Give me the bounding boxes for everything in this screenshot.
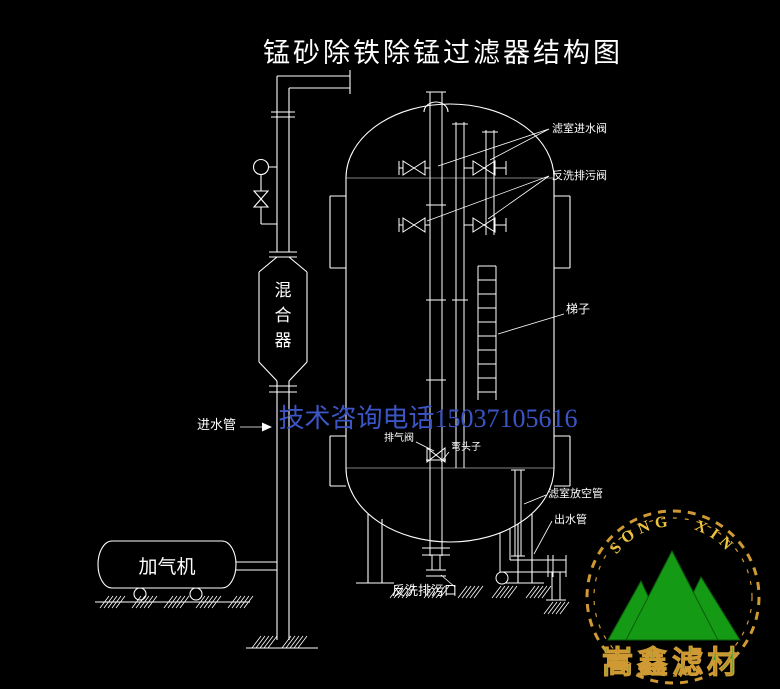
ground-hatch bbox=[457, 585, 484, 599]
outlet-drain-plug bbox=[495, 571, 509, 585]
internal-pipes bbox=[398, 91, 507, 556]
backwash-valve-right bbox=[472, 217, 496, 233]
inlet-valve-right bbox=[472, 160, 496, 176]
bottom-drain-pipe bbox=[422, 547, 450, 577]
aerator-label: 加气机 bbox=[138, 556, 195, 578]
vessel-bottom-piping bbox=[422, 469, 567, 601]
label-outlet-pipe: 出水管 bbox=[554, 512, 587, 526]
backwash-valve-left bbox=[402, 217, 426, 233]
vessel-top-nozzle bbox=[423, 101, 449, 113]
mixer-body bbox=[258, 256, 308, 382]
label-vent-pipe: 滤室放空管 bbox=[548, 486, 603, 500]
leader-ladder bbox=[497, 313, 565, 335]
watermark-text: 技术咨询电话15037105616 bbox=[278, 404, 577, 433]
pipe-flange-ticks bbox=[426, 204, 468, 461]
vessel-seam-lines bbox=[346, 177, 554, 469]
leader-backwash-outlet bbox=[440, 574, 456, 588]
inlet-arrowhead bbox=[262, 422, 272, 432]
vessel-shell bbox=[345, 103, 555, 543]
mixer-label-char-1: 混 bbox=[275, 281, 292, 300]
leader-outlet-pipe bbox=[533, 520, 553, 555]
leader-backwash-drain-valve bbox=[426, 175, 550, 222]
label-backwash-drain-outlet: 反洗排污口 bbox=[392, 583, 457, 598]
aerator-wheel-left bbox=[133, 587, 147, 601]
side-flange-upper-left bbox=[329, 195, 346, 269]
label-backwash-drain-valve: 反洗排污阀 bbox=[552, 168, 607, 182]
ground-hatch bbox=[491, 585, 518, 599]
label-elbow: 弯头子 bbox=[451, 440, 481, 453]
gauge-branch-pipe bbox=[260, 166, 277, 225]
inlet-valve-left bbox=[402, 160, 426, 176]
mixer-outlet-flange bbox=[269, 385, 297, 393]
logo: SONG XIN 嵩鑫滤材 bbox=[585, 509, 761, 685]
leader-exhaust-valve bbox=[415, 441, 435, 452]
ground-hatch bbox=[543, 601, 570, 615]
main-vessel bbox=[329, 101, 571, 584]
side-flange-upper-right bbox=[554, 195, 571, 269]
leader-lines bbox=[240, 128, 565, 588]
logo-arc-text-holder: SONG XIN bbox=[607, 513, 739, 558]
logo-brand-text: 嵩鑫滤材 bbox=[602, 645, 742, 680]
backwash-valve-stubs bbox=[398, 218, 507, 232]
outlet-pipe-run bbox=[499, 528, 567, 601]
vessel-legs bbox=[356, 514, 544, 584]
aerator-wheel-right bbox=[189, 587, 203, 601]
logo-ring-outer bbox=[585, 509, 761, 685]
side-flange-lower-left bbox=[329, 435, 346, 487]
pressure-gauge bbox=[252, 158, 270, 176]
aerator-body bbox=[97, 540, 237, 589]
label-filter-inlet-valve: 滤室进水阀 bbox=[552, 121, 607, 135]
gauge-valve-symbol bbox=[252, 190, 270, 208]
leader-filter-inlet-valve bbox=[437, 128, 550, 167]
top-elbow-pipe bbox=[271, 70, 351, 252]
ladder bbox=[477, 265, 497, 400]
mixer-label-char-2: 合 bbox=[275, 306, 292, 325]
mixer-label-char-3: 器 bbox=[275, 331, 292, 350]
label-inlet-pipe: 进水管 bbox=[197, 417, 236, 432]
aerator-unit bbox=[95, 540, 318, 649]
ground-hatch bbox=[281, 635, 308, 649]
left-riser-column bbox=[252, 70, 351, 640]
vent-pipe-run bbox=[511, 469, 525, 557]
label-ladder: 梯子 bbox=[566, 302, 590, 316]
aerator-connection-pipe bbox=[236, 561, 277, 571]
inlet-valve-stubs bbox=[398, 161, 507, 175]
logo-mountain-center bbox=[625, 549, 719, 641]
leader-vent-pipe bbox=[523, 494, 547, 505]
logo-ring-inner bbox=[593, 517, 753, 677]
diagram-title: 锰砂除铁除锰过滤器结构图 bbox=[263, 38, 623, 68]
ground-hatch bbox=[99, 585, 570, 649]
mixer-inlet-flange bbox=[269, 251, 297, 258]
label-exhaust-valve: 排气阀 bbox=[384, 431, 414, 444]
second-riser-pipe bbox=[452, 122, 468, 468]
right-riser-pipe bbox=[482, 130, 498, 235]
logo-arc-text: SONG XIN bbox=[607, 513, 734, 558]
center-riser-pipe bbox=[426, 91, 446, 556]
down-pipe bbox=[276, 381, 290, 640]
ground-hatch bbox=[525, 585, 552, 599]
exhaust-valve-symbol bbox=[426, 446, 446, 464]
leader-elbow bbox=[440, 451, 450, 463]
side-flange-lower-right bbox=[554, 435, 571, 487]
ground-hatch bbox=[251, 635, 278, 649]
